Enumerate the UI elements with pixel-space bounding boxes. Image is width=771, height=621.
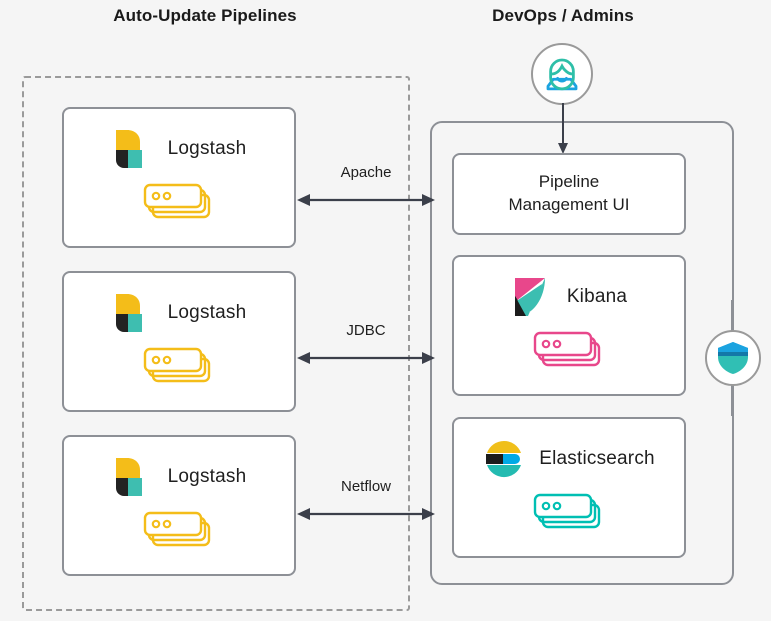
server-stack-icon <box>143 183 211 219</box>
bidirectional-arrow-icon <box>297 194 435 206</box>
elasticsearch-card[interactable]: Elasticsearch <box>452 417 686 558</box>
user-avatar-icon <box>531 43 593 105</box>
bidirectional-arrow-icon <box>297 352 435 364</box>
bidirectional-arrow-icon <box>297 508 435 520</box>
logstash-logo <box>115 294 142 332</box>
elasticsearch-label: Elasticsearch <box>539 448 655 469</box>
connection-jdbc: JDBC <box>296 322 436 368</box>
right-column-title: DevOps / Admins <box>492 6 634 25</box>
kibana-label: Kibana <box>566 286 628 307</box>
connection-apache: Apache <box>296 164 436 210</box>
logstash-header: Logstash <box>64 289 294 337</box>
kibana-logo <box>514 278 545 316</box>
pm-line-1: Pipeline <box>538 172 600 192</box>
logstash-header: Logstash <box>64 125 294 173</box>
server-stack-icon <box>143 511 211 547</box>
server-stack-wrap <box>64 178 294 230</box>
logstash-label: Logstash <box>167 138 247 159</box>
logstash-card[interactable]: Logstash <box>62 107 296 248</box>
pipeline-management-ui-card[interactable]: Pipeline Management UI <box>452 153 686 235</box>
logstash-card[interactable]: Logstash <box>62 271 296 412</box>
logstash-logo <box>115 130 142 168</box>
kibana-header: Kibana <box>454 273 684 321</box>
logstash-label: Logstash <box>167 302 247 323</box>
server-stack-wrap <box>64 506 294 558</box>
logstash-logo <box>115 458 142 496</box>
connection-label: JDBC <box>346 322 386 339</box>
server-stack-icon <box>533 493 601 529</box>
avatar-to-ui-arrow <box>558 103 568 154</box>
auto-update-pipelines-boundary <box>22 76 410 611</box>
elasticsearch-header: Elasticsearch <box>454 435 684 483</box>
kibana-card[interactable]: Kibana <box>452 255 686 396</box>
connection-label: Apache <box>340 164 392 181</box>
server-stack-icon <box>533 331 601 367</box>
elasticsearch-logo <box>486 440 522 478</box>
server-stack-wrap <box>64 342 294 394</box>
logstash-header: Logstash <box>64 453 294 501</box>
pm-line-2: Management UI <box>508 195 630 214</box>
connection-netflow: Netflow <box>296 478 436 524</box>
logstash-card[interactable]: Logstash <box>62 435 296 576</box>
server-stack-wrap <box>454 326 684 378</box>
pipeline-management-ui-label: Pipeline Management UI <box>454 155 684 233</box>
left-column-title: Auto-Update Pipelines <box>113 6 297 25</box>
avatar-glyph <box>546 58 578 91</box>
shield-security-icon <box>705 330 761 386</box>
connection-label: Netflow <box>340 478 392 495</box>
logstash-label: Logstash <box>167 466 247 487</box>
server-stack-icon <box>143 347 211 383</box>
server-stack-wrap <box>454 488 684 540</box>
shield-glyph <box>718 342 748 374</box>
